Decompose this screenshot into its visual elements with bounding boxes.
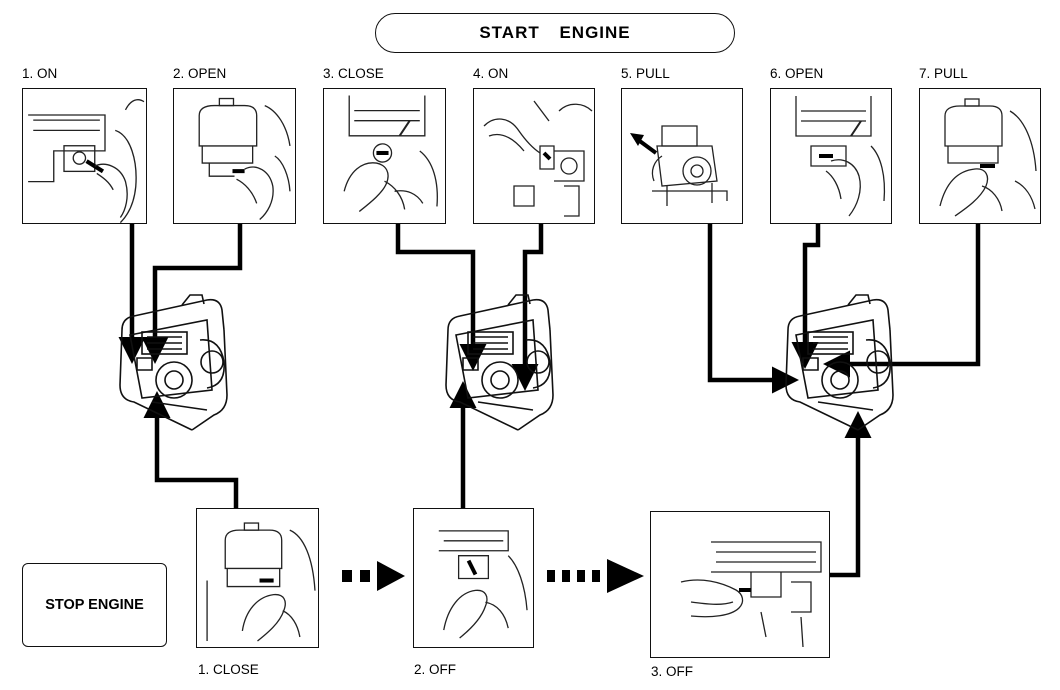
stop-step-3-label: 3. OFF	[651, 664, 694, 679]
start-step-2-panel	[173, 88, 296, 224]
pump-icon	[445, 294, 554, 431]
start-step-4-label: 4. ON	[473, 66, 509, 81]
start-step-3-label: 3. CLOSE	[323, 66, 384, 81]
start-step-1-panel	[22, 88, 147, 224]
choke-close-icon	[343, 95, 438, 212]
stop-step-2-panel	[413, 508, 534, 648]
connector-step-7	[823, 222, 981, 378]
choke-open-icon	[795, 96, 886, 217]
stop-engine-title: STOP ENGINE	[22, 563, 167, 647]
start-step-5-panel	[621, 88, 743, 224]
engine-switch-off-icon	[438, 530, 528, 639]
start-step-7-panel	[919, 88, 1041, 224]
start-step-6-label: 6. OPEN	[770, 66, 824, 81]
throttle-pull-icon	[939, 98, 1037, 217]
fuel-valve-on-icon	[28, 99, 145, 223]
connector-step-6	[791, 222, 821, 369]
start-step-7-label: 7. PULL	[919, 66, 968, 81]
pump-icon	[119, 294, 228, 431]
connector-step-4	[511, 222, 544, 391]
start-step-5-label: 5. PULL	[621, 66, 670, 81]
stop-step-1-label: 1. CLOSE	[198, 662, 259, 677]
connector-step-3	[395, 222, 487, 371]
fuel-valve-off-icon	[680, 541, 822, 648]
start-step-1-label: 1. ON	[22, 66, 58, 81]
connector-stop-3	[830, 411, 872, 578]
start-engine-title: START ENGINE	[375, 13, 735, 53]
connector-stop-1	[143, 391, 239, 508]
engine-switch-on-icon	[483, 100, 593, 217]
flow-arrow-1	[342, 561, 405, 591]
flow-arrow-2	[547, 559, 644, 593]
stop-step-3-panel	[650, 511, 830, 658]
choke-open-icon	[198, 97, 291, 221]
stop-step-2-label: 2. OFF	[414, 662, 457, 677]
throttle-close-icon	[206, 522, 316, 642]
connector-step-5	[707, 222, 799, 394]
start-step-6-panel	[770, 88, 892, 224]
start-step-2-label: 2. OPEN	[173, 66, 227, 81]
pump-icon	[785, 294, 894, 431]
start-step-4-panel	[473, 88, 595, 224]
start-step-3-panel	[323, 88, 446, 224]
stop-step-1-panel	[196, 508, 319, 648]
recoil-starter-pull-icon	[630, 125, 728, 206]
